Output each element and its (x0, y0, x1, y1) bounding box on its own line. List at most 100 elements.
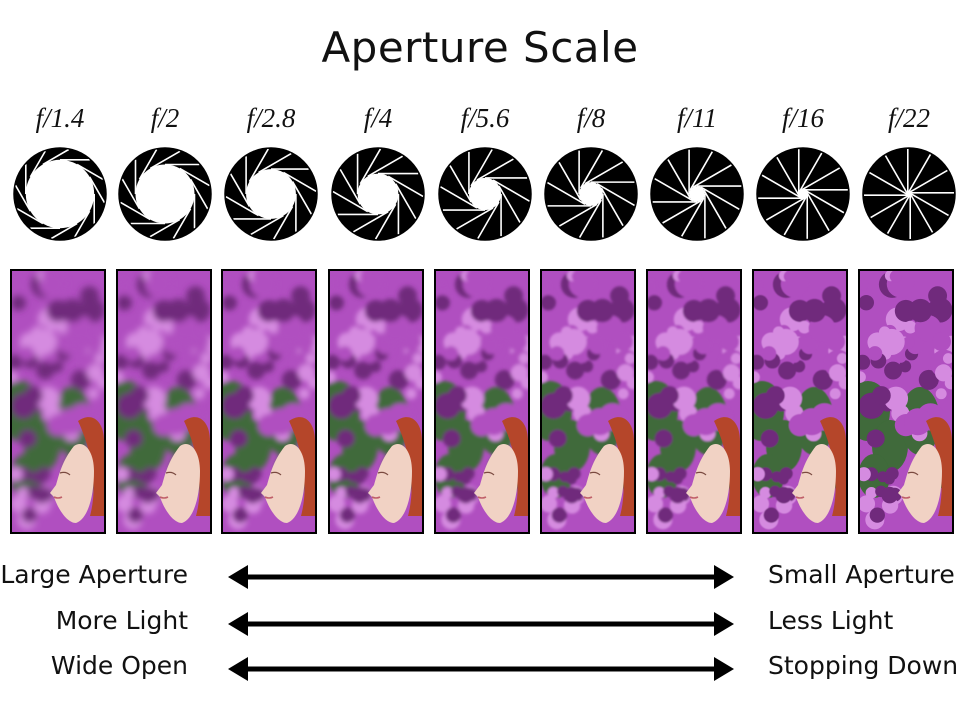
photo-panel (10, 269, 106, 534)
photo-panel (434, 269, 530, 534)
iris-blade-edge (121, 178, 141, 210)
iris-blade-edge (578, 199, 602, 238)
iris-blade-edge (88, 176, 106, 204)
iris-blade-edge (387, 175, 424, 198)
f-stop-label: f/22 (887, 103, 930, 133)
iris-blade-edge (273, 206, 294, 240)
iris-blade-edge (498, 185, 521, 223)
double-arrow-aperture (228, 565, 734, 589)
iris-blade-edge (476, 158, 514, 181)
iris-blade-edge (248, 148, 269, 182)
iris-blade-edge (394, 183, 417, 220)
iris-blade-edge (470, 149, 493, 187)
iris-blade-edge (798, 152, 823, 193)
row-label-small-aperture: Small Aperture (768, 560, 955, 589)
iris-blade-edge (367, 155, 404, 178)
iris-blade-edge (332, 190, 369, 213)
photo-panel (116, 269, 212, 534)
iris-blade-edge (909, 192, 934, 233)
iris-blade-edge (703, 189, 727, 229)
f-stop-label: f/16 (781, 103, 824, 133)
iris-opening (798, 189, 808, 199)
photo-panel (858, 269, 954, 534)
aperture-iris-icon (433, 146, 537, 242)
iris-blade-edge (662, 200, 702, 224)
iris-blade-edge (449, 165, 472, 203)
iris-opening (25, 159, 95, 229)
iris-opening (579, 182, 603, 206)
aperture-iris-icon (751, 146, 855, 242)
iris-blade-edge (596, 183, 635, 207)
f-stop-label: f/2.8 (246, 103, 296, 133)
row-label-more-light: More Light (55, 606, 188, 635)
iris-blade-edge (600, 187, 624, 227)
photo-panel (540, 269, 636, 534)
f-stop-label: f/4 (363, 103, 393, 133)
iris-blade-edge (692, 164, 732, 188)
aperture-iris-icon (539, 146, 643, 242)
iris-blade-edge (805, 191, 830, 232)
iris-blade-edge (804, 189, 845, 214)
iris-opening (357, 173, 399, 215)
iris-opening (135, 164, 195, 224)
iris-blade-edge (886, 194, 911, 234)
row-label-wide-open: Wide Open (50, 651, 188, 680)
iris-blade-edge (440, 186, 478, 209)
iris-blade-edge (776, 156, 801, 197)
iris-blade-edge (907, 169, 948, 194)
iris-blade-edge (359, 148, 382, 185)
iris-opening (246, 169, 296, 219)
iris-blade-edge (547, 181, 586, 205)
aperture-iris-icon (113, 146, 217, 242)
double-arrow-light (228, 612, 734, 636)
iris-blade-edge (179, 167, 210, 187)
iris-blade-edge (189, 178, 209, 210)
f-stop-label: f/1.4 (35, 103, 85, 133)
iris-blade-edge (456, 207, 494, 230)
iris-blade-edge (76, 163, 104, 180)
iris-blade-edge (42, 148, 70, 166)
iris-blade-edge (477, 201, 500, 239)
iris-blade-edge (374, 203, 397, 240)
f-stop-label: f/5.6 (460, 103, 510, 133)
iris-blade-edge (909, 192, 949, 217)
iris-blade-edge (258, 152, 292, 174)
aperture-iris-icon (326, 146, 430, 242)
row-label-stopping-down: Stopping Down (768, 651, 959, 680)
iris-blade-edge (50, 222, 78, 240)
iris-blade-edge (783, 195, 808, 236)
iris-blade-edge (667, 159, 691, 199)
iris-blade-edge (149, 218, 181, 238)
iris-blade-edge (16, 208, 44, 225)
double-arrow-stopping (228, 657, 734, 681)
iris-blade-edge (558, 203, 598, 227)
f-stop-label: f/8 (576, 103, 606, 133)
f-stop-label: f/2 (150, 103, 180, 133)
photo-panel (646, 269, 742, 534)
f-stop-label: f/11 (677, 103, 717, 133)
aperture-iris-icon (645, 146, 749, 242)
iris-blade-edge (149, 150, 181, 170)
iris-blade-edge (291, 181, 313, 215)
iris-blade-edge (869, 171, 909, 196)
iris-blade-edge (907, 154, 932, 194)
iris-blade-edge (229, 173, 251, 207)
iris-blade-edge (700, 186, 740, 211)
iris-blade-edge (339, 168, 362, 205)
iris-blade-edge (29, 150, 46, 178)
iris-opening (468, 177, 502, 211)
iris-blade-edge (558, 161, 582, 201)
iris-blade-edge (492, 179, 530, 202)
iris-blade-edge (800, 167, 841, 192)
iris-blade-edge (654, 177, 694, 202)
iris-blade-edge (352, 210, 389, 233)
row-label-less-light: Less Light (768, 606, 894, 635)
iris-blade-edge (870, 194, 911, 219)
iris-blade-edge (225, 196, 259, 217)
diagram-title: Aperture Scale (321, 23, 639, 72)
aperture-iris-icon (219, 146, 323, 242)
iris-blade-edge (584, 161, 624, 185)
iris-blade-edge (680, 197, 705, 237)
iris-blade-edge (689, 151, 714, 191)
row-label-large-aperture: Large Aperture (0, 560, 188, 589)
